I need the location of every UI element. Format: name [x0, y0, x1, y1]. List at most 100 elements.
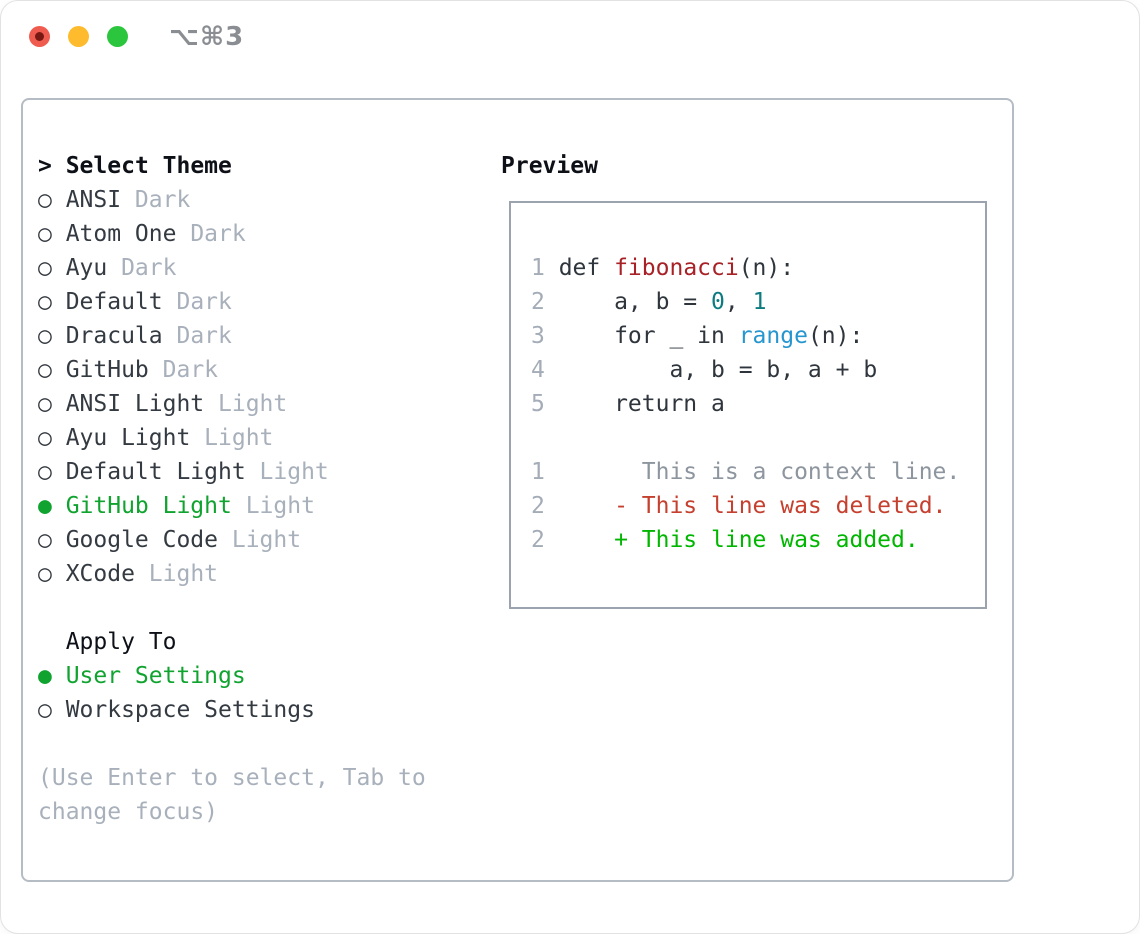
line-number: 4 [531, 357, 545, 383]
radio-unselected-icon: ○ [38, 391, 52, 417]
apply-to-list: ● User Settings ○Workspace Settings [38, 659, 426, 727]
radio-unselected-icon: ○ [38, 221, 52, 247]
apply-to-title: Apply To [65, 629, 177, 655]
theme-name: Default Light [65, 459, 246, 485]
apply-option-label: Workspace Settings [65, 697, 315, 723]
token-k: (n): [738, 255, 795, 281]
theme-name: ANSI Light [65, 391, 205, 417]
theme-item-default[interactable]: ○ Default Dark [38, 285, 426, 319]
hint-text: (Use Enter to select, Tab to change focu… [38, 761, 426, 829]
theme-variant: Light [218, 391, 288, 417]
diff-context-line: 1 This is a context line. [531, 455, 985, 489]
radio-unselected-icon: ○ [38, 289, 52, 315]
select-theme-header: > Select Theme [38, 149, 426, 183]
token-k: return a [558, 391, 725, 417]
theme-name: XCode [65, 561, 135, 587]
theme-item-dracula[interactable]: ○ Dracula Dark [38, 319, 426, 353]
theme-item-google-code[interactable]: ○ Google Code Light [38, 523, 426, 557]
close-button[interactable] [29, 26, 50, 47]
theme-name: GitHub [65, 357, 149, 383]
code-line: 2 a, b = 0, 1 [531, 285, 985, 319]
close-button-dot [35, 32, 44, 41]
theme-variant: Light [204, 425, 274, 451]
theme-item-ansi-light[interactable]: ○ ANSI Light Light [38, 387, 426, 421]
theme-item-ayu-light[interactable]: ○ Ayu Light Light [38, 421, 426, 455]
theme-variant: Dark [121, 255, 177, 281]
theme-variant: Dark [176, 323, 232, 349]
line-number: 3 [531, 323, 545, 349]
spacer [38, 727, 426, 761]
apply-option-user-settings[interactable]: ● User Settings [38, 659, 426, 693]
line-number: 2 [531, 493, 545, 519]
theme-variant: Light [148, 561, 219, 587]
code-line: 4 a, b = b, a + b [531, 353, 985, 387]
radio-unselected-icon: ○ [38, 425, 52, 451]
theme-name: Dracula [65, 323, 163, 349]
theme-name: Google Code [65, 527, 219, 553]
theme-variant: Light [259, 459, 329, 485]
code-line: 3 for _ in range(n): [531, 319, 985, 353]
theme-item-atom-one[interactable]: ○ Atom One Dark [38, 217, 426, 251]
theme-item-xcode[interactable]: ○ XCode Light [38, 557, 426, 591]
theme-variant: Dark [176, 289, 232, 315]
line-number: 1 [531, 255, 545, 281]
theme-name: Atom One [65, 221, 177, 247]
theme-name: Default [65, 289, 163, 315]
token-k: def [558, 255, 615, 281]
theme-variant: Light [231, 527, 302, 553]
line-number: 1 [531, 459, 545, 485]
radio-unselected-icon: ○ [38, 561, 52, 587]
token-k: , [724, 289, 753, 315]
minimize-button[interactable] [68, 26, 89, 47]
radio-unselected-icon: ○ [38, 323, 52, 349]
theme-item-github-light[interactable]: ● GitHub Light Light [38, 489, 426, 523]
token-num: 0 [711, 289, 725, 315]
line-number: 2 [531, 527, 545, 553]
diff-added-line: 2 + This line was added. [531, 523, 985, 557]
radio-unselected-icon: ○ [38, 527, 52, 553]
radio-unselected-icon: ○ [38, 187, 52, 213]
token-num: 1 [752, 289, 767, 315]
hint-line-1: (Use Enter to select, Tab to [38, 765, 426, 791]
apply-option-workspace-settings[interactable]: ○Workspace Settings [38, 693, 426, 727]
theme-item-ayu[interactable]: ○ Ayu Dark [38, 251, 426, 285]
theme-variant: Dark [162, 357, 219, 383]
token-k: a, b = [558, 289, 712, 315]
theme-variant: Dark [134, 187, 191, 213]
line-number: 5 [531, 391, 545, 417]
line-number: 2 [531, 289, 545, 315]
token-k: (n): [807, 323, 864, 349]
apply-option-label: User Settings [65, 663, 246, 689]
window-title: ⌥⌘3 [169, 22, 245, 52]
spacer [38, 591, 426, 625]
token-k: for _ in [558, 323, 739, 349]
select-theme-title: Select Theme [65, 153, 232, 179]
code-line: 1 def fibonacci(n): [531, 251, 985, 285]
theme-item-ansi[interactable]: ○ ANSI Dark [38, 183, 426, 217]
token-builtin: range [738, 323, 808, 349]
radio-selected-icon: ● [38, 493, 52, 519]
theme-name: ANSI [65, 187, 122, 213]
token-del: - This line was deleted. [558, 493, 947, 519]
radio-unselected-icon: ○ [38, 255, 52, 281]
theme-variant: Dark [190, 221, 246, 247]
radio-selected-icon: ● [38, 663, 52, 689]
theme-name: GitHub Light [65, 493, 232, 519]
token-ctx: This is a context line. [558, 459, 961, 485]
maximize-button[interactable] [107, 26, 128, 47]
diff-deleted-line: 2 - This line was deleted. [531, 489, 985, 523]
token-fn: fibonacci [614, 255, 739, 281]
apply-to-header: Apply To [38, 625, 426, 659]
code-line: 5 return a [531, 387, 985, 421]
theme-name: Ayu [65, 255, 108, 281]
blank-line [531, 421, 985, 455]
theme-name: Ayu Light [65, 425, 191, 451]
preview-header: Preview [501, 153, 598, 179]
theme-variant: Light [245, 493, 315, 519]
